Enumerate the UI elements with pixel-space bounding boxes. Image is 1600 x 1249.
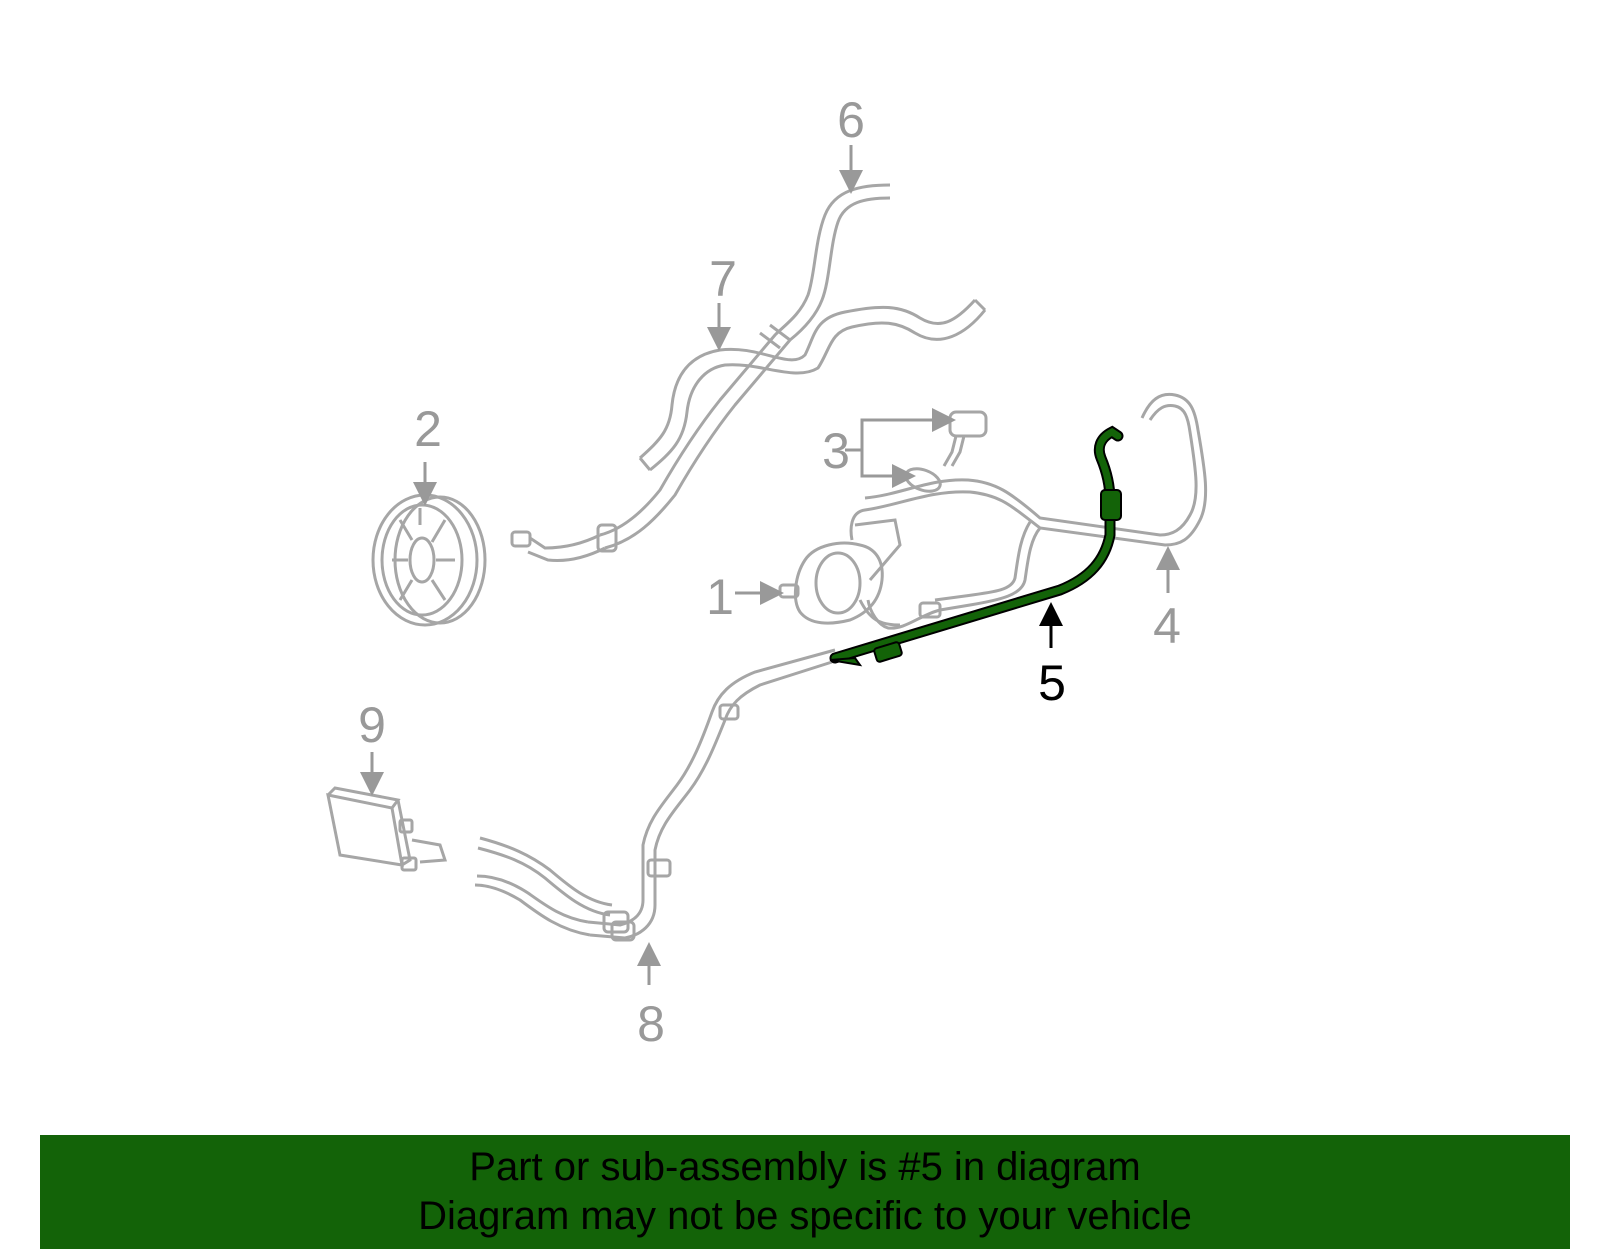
part-9-cooler xyxy=(326,786,448,872)
callout-6: 6 xyxy=(837,92,865,148)
callout-2: 2 xyxy=(414,401,442,457)
footer-banner: Part or sub-assembly is #5 in diagram Di… xyxy=(40,1135,1570,1249)
part-1-pump xyxy=(778,518,902,627)
callout-5: 5 xyxy=(1038,655,1066,711)
callout-leaders xyxy=(360,145,1180,985)
callout-8: 8 xyxy=(637,996,665,1052)
part-7-fitting xyxy=(510,523,618,562)
callout-4: 4 xyxy=(1153,598,1181,654)
callout-3: 3 xyxy=(822,423,850,479)
callout-9: 9 xyxy=(358,697,386,753)
part-2-pulley xyxy=(371,493,487,627)
footer-line-part-number: Part or sub-assembly is #5 in diagram xyxy=(469,1145,1141,1189)
footer-line-disclaimer: Diagram may not be specific to your vehi… xyxy=(418,1194,1192,1238)
callout-7: 7 xyxy=(709,251,737,307)
part-3-cap-and-gasket xyxy=(904,410,988,493)
callout-1: 1 xyxy=(706,569,734,625)
part-8-pressure-line xyxy=(474,648,836,942)
part-4-return-line xyxy=(849,392,1208,630)
part-5-highlighted-hose xyxy=(829,425,1124,667)
part-6-upper-hose xyxy=(599,183,891,550)
part-7-hose xyxy=(638,298,987,472)
